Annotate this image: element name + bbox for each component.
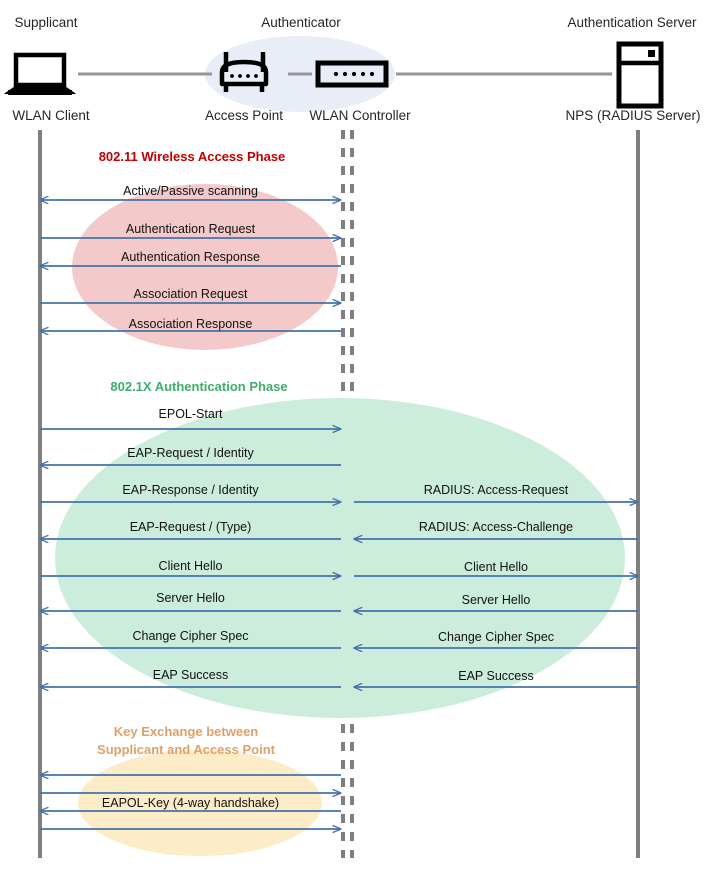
wireless-router-icon bbox=[219, 52, 269, 92]
label-p2l-epol-start-0: EPOL-Start bbox=[158, 407, 223, 421]
label-p2l-server-hello-5: Server Hello bbox=[156, 591, 225, 605]
label-p2l-eap-request-type-3: EAP-Request / (Type) bbox=[129, 520, 252, 534]
label-p2r-client-hello-2: Client Hello bbox=[464, 560, 528, 574]
label-p2l-client-hello-4: Client Hello bbox=[158, 559, 223, 573]
network-switch-icon bbox=[315, 60, 389, 88]
phase1-ellipse bbox=[72, 184, 338, 350]
label-p2l-change-cipher-spec-6: Change Cipher Spec bbox=[132, 629, 249, 643]
actor-device-nps-server: NPS (RADIUS Server) bbox=[565, 108, 701, 123]
phase3-heading-line1: Key Exchange between bbox=[113, 724, 259, 739]
label-p1-active-passive-scanning-0: Active/Passive scanning bbox=[123, 184, 258, 198]
actor-device-access-point: Access Point bbox=[204, 108, 284, 123]
label-p1-authentication-request-1: Authentication Request bbox=[125, 222, 256, 236]
phase2-heading: 802.1X Authentication Phase bbox=[110, 379, 288, 394]
label-p2r-eap-success-5: EAP Success bbox=[458, 669, 534, 683]
label-p2r-radius-access-challenge-1: RADIUS: Access-Challenge bbox=[418, 520, 574, 534]
label-p1-authentication-response-2: Authentication Response bbox=[121, 250, 260, 264]
actor-role-supplicant: Supplicant bbox=[14, 15, 78, 30]
actor-role-auth-server: Authentication Server bbox=[567, 15, 697, 30]
label-p2l-eap-request-identity-1: EAP-Request / Identity bbox=[127, 446, 254, 460]
actor-role-authenticator: Authenticator bbox=[261, 15, 341, 30]
label-p2r-server-hello-3: Server Hello bbox=[461, 593, 531, 607]
label-p2r-change-cipher-spec-4: Change Cipher Spec bbox=[437, 630, 555, 644]
label-p1-association-response-4: Association Response bbox=[128, 317, 253, 331]
laptop-icon bbox=[3, 52, 77, 95]
label-p3-eapol-key-4-way-handshake-2: EAPOL-Key (4-way handshake) bbox=[101, 796, 280, 810]
server-tower-icon bbox=[616, 41, 664, 109]
actor-device-wlan-client: WLAN Client bbox=[12, 108, 90, 123]
phase1-heading: 802.11 Wireless Access Phase bbox=[98, 149, 286, 164]
label-p2r-radius-access-request-0: RADIUS: Access-Request bbox=[423, 483, 569, 497]
message-arrow-group bbox=[40, 200, 638, 829]
label-p2l-eap-success-7: EAP Success bbox=[152, 668, 229, 682]
phase3-heading-line2: Supplicant and Access Point bbox=[97, 742, 275, 757]
phase2-ellipse bbox=[55, 398, 625, 718]
actor-device-wlan-controller: WLAN Controller bbox=[309, 108, 411, 123]
label-p1-association-request-3: Association Request bbox=[133, 287, 248, 301]
label-p2l-eap-response-identity-2: EAP-Response / Identity bbox=[122, 483, 259, 497]
